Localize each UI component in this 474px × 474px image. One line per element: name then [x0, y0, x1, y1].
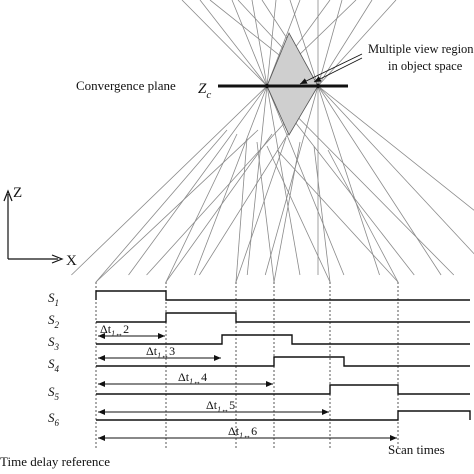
convergence-point-left: [264, 83, 270, 89]
camera-ray-16: [95, 129, 228, 283]
camera-ray-18: [165, 133, 238, 283]
camera-ray-5: [194, 0, 301, 276]
signal-trace-6: [96, 410, 471, 421]
camera-ray-13: [264, 0, 343, 276]
camera-ray-2: [231, 0, 345, 276]
scan-times-label: Scan times: [388, 442, 445, 457]
delay-label-2: Δt1↔2: [100, 322, 129, 338]
region-callout-arrow: [299, 53, 363, 85]
camera-ray-26: [276, 149, 399, 283]
signal-trace-4: [96, 356, 470, 367]
signal-trace-3: [96, 334, 470, 345]
camera-ray-19: [165, 133, 273, 283]
camera-ray-24: [266, 145, 331, 283]
camera-ray-9: [237, 0, 474, 255]
camera-ray-1: [199, 0, 415, 276]
axis-z-label: Z: [13, 185, 22, 201]
region-callout-arrow-2: [313, 57, 363, 83]
camera-ray-27: [327, 149, 399, 283]
camera-ray-17: [95, 129, 259, 283]
delay-label-4: Δt1↔4: [178, 370, 207, 386]
object-space-label: in object space: [388, 59, 463, 73]
scan-time-guides: [95, 282, 399, 448]
signal-trace-2: [96, 312, 470, 323]
camera-ray-20: [235, 137, 248, 283]
convergence-point-right: [315, 83, 321, 89]
camera-ray-22: [256, 141, 275, 283]
camera-ray-6: [128, 0, 331, 276]
axis-x-label: X: [66, 253, 77, 269]
delay-label-3: Δt1↔3: [146, 344, 175, 360]
signal-label-6: S6: [48, 410, 60, 428]
camera-ray-7: [71, 0, 357, 276]
camera-ray-14: [198, 0, 373, 276]
signal-trace-1: [95, 290, 470, 301]
camera-ray-4: [246, 0, 277, 276]
multiple-view-region: [266, 32, 319, 136]
convergence-plane-label: Convergence plane: [76, 78, 176, 93]
camera-ray-3: [251, 0, 301, 276]
zc-label: Zc: [198, 81, 211, 101]
multiple-view-label: Multiple view region: [368, 42, 474, 56]
camera-ray-15: [146, 0, 397, 276]
signal-label-2: S2: [48, 312, 60, 330]
delay-label-5: Δt1↔5: [206, 398, 235, 414]
signal-label-1: S1: [48, 290, 59, 308]
signal-label-3: S3: [48, 334, 60, 352]
camera-ray-8: [209, 0, 474, 211]
delay-label-6: Δt1↔6: [228, 424, 257, 440]
camera-ray-21: [235, 137, 287, 283]
camera-ray-25: [313, 145, 331, 283]
time-delay-reference-label: Time delay reference: [0, 454, 110, 469]
axes-icon: [3, 189, 64, 264]
signal-label-5: S5: [48, 384, 60, 402]
signal-label-4: S4: [48, 356, 60, 374]
camera-ray-fan: [71, 0, 474, 283]
signal-trace-5: [96, 384, 470, 395]
camera-ray-11: [289, 0, 380, 276]
camera-ray-23: [273, 141, 301, 283]
